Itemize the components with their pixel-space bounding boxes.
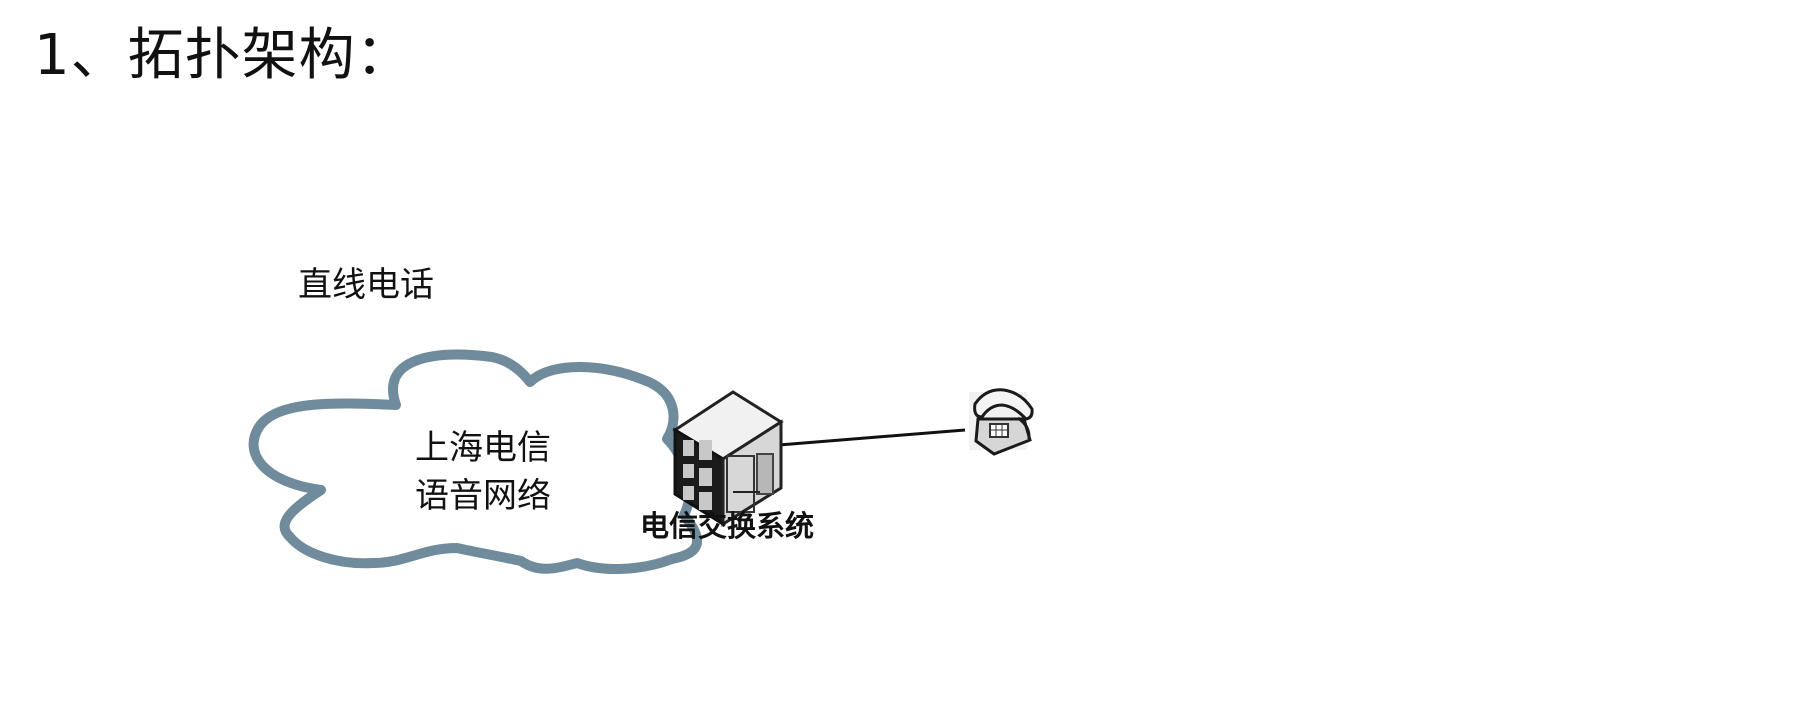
switch-phone-link: [778, 428, 966, 447]
page-title: 1、拓扑架构：: [34, 23, 413, 88]
diagram-caption: 直线电话: [298, 265, 434, 305]
cloud-label-line-2: 语音网络: [415, 476, 551, 516]
telephone-icon: [969, 388, 1034, 456]
cloud-label: 上海电信 语音网络: [415, 424, 585, 520]
switch-label: 电信交换系统: [640, 509, 815, 543]
cloud-label-line-1: 上海电信: [415, 428, 551, 468]
telecom-switch-icon: [672, 390, 784, 527]
